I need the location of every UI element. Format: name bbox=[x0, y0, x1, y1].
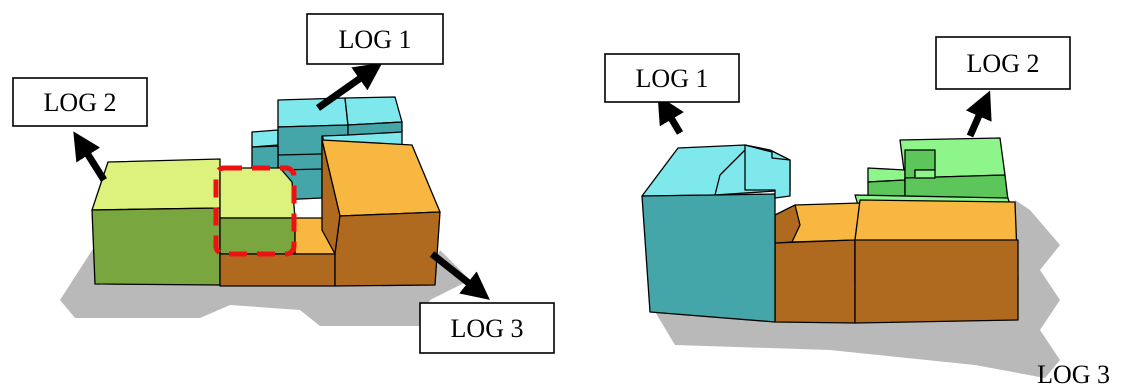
overlap-highlight bbox=[213, 165, 297, 257]
right-log1-block bbox=[641, 144, 791, 323]
left-label-log1: LOG 1 bbox=[306, 13, 444, 65]
left-log2-arrow bbox=[73, 131, 107, 182]
right-log1-arrow bbox=[657, 95, 684, 135]
right-view: LOG 1 LOG 2 LOG 3 bbox=[604, 36, 1110, 389]
left-label-log2-text: LOG 2 bbox=[44, 88, 117, 117]
right-label-log3-text: LOG 3 bbox=[1037, 360, 1110, 389]
right-label-log2: LOG 2 bbox=[935, 36, 1071, 90]
left-log1-arrow bbox=[315, 62, 383, 111]
right-log3-block bbox=[774, 199, 1019, 324]
left-label-log3: LOG 3 bbox=[419, 302, 555, 354]
left-log2-block bbox=[91, 158, 296, 286]
left-label-log2: LOG 2 bbox=[12, 77, 148, 127]
right-label-log1-text: LOG 1 bbox=[636, 64, 709, 93]
right-log2-arrow bbox=[965, 90, 992, 138]
left-label-log3-text: LOG 3 bbox=[451, 314, 524, 343]
left-log3-block bbox=[219, 139, 441, 287]
right-label-log2-text: LOG 2 bbox=[967, 49, 1040, 78]
left-label-log1-text: LOG 1 bbox=[339, 25, 412, 54]
right-shadow bbox=[648, 200, 1060, 378]
right-log2-block bbox=[854, 137, 1011, 206]
left-log3-arrow bbox=[429, 251, 490, 300]
left-view: LOG 1 LOG 2 LOG 3 bbox=[12, 13, 555, 354]
right-label-log1: LOG 1 bbox=[604, 53, 740, 103]
